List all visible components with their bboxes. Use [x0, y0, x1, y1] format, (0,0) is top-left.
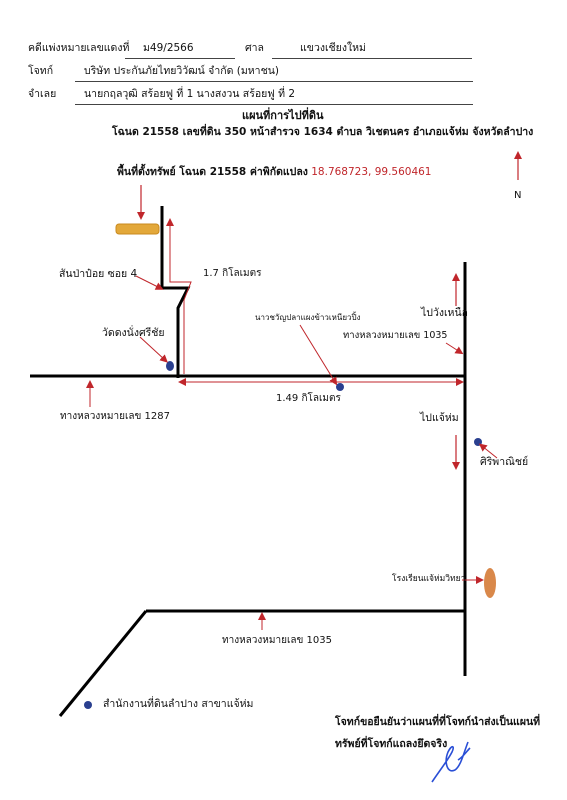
arrow-to-temple — [139, 336, 168, 363]
arrow-highway-1035-top — [445, 342, 464, 355]
arrow-to-stall — [299, 324, 338, 386]
temple-label: วัดดงนั่งศรีชัย — [102, 327, 165, 339]
to-wang-nuea-label: ไปวังเหนือ — [421, 307, 468, 319]
highway-1035-bottom-label: ทางหลวงหมายเลข 1035 — [222, 635, 332, 646]
road-soi-segment — [160, 206, 191, 378]
arrow-to-soi — [135, 275, 164, 290]
highway-1287-label: ทางหลวงหมายเลข 1287 — [60, 411, 170, 422]
certify-line-1: โจทก์ขอยืนยันว่าแผนที่ที่โจทก์นำส่งเป็นแ… — [335, 716, 541, 728]
siri-shop-marker — [474, 438, 482, 446]
land-office-marker — [84, 701, 92, 709]
location-label: พื้นที่ตั้งทรัพย์ โฉนด 21558 ค่าพิกัดแปล… — [117, 166, 308, 178]
map-subtitle: โฉนด 21558 เลขที่ดิน 350 หน้าสำรวจ 1634 … — [112, 126, 534, 138]
plaintiff-underline — [75, 81, 473, 82]
temple-marker — [166, 361, 174, 371]
arrow-to-siri-shop — [478, 443, 498, 459]
certify-line-2: ทรัพย์ที่โจทก์แถลงยึดจริง — [335, 738, 448, 750]
soi-label: สันป่าป๋อย ซอย 4 — [59, 268, 138, 280]
north-label: N — [514, 190, 522, 201]
case-number-value: ม49/2566 — [143, 42, 194, 54]
signature-mark — [431, 741, 471, 783]
map-title: แผนที่การไปที่ดิน — [242, 109, 324, 122]
highway-1035-top-label: ทางหลวงหมายเลข 1035 — [343, 330, 448, 341]
stall-label: นาวชวัญปลาแผงข้าวเหนียวปิ้ง — [255, 313, 361, 322]
land-office-label: สำนักงานที่ดินลำปาง สาขาแจ้ห่ม — [103, 698, 254, 710]
case-number-label: คดีแพ่งหมายเลขแดงที่ — [28, 42, 130, 54]
court-underline — [272, 58, 472, 59]
plaintiff-name: บริษัท ประกันภัยไทยวิวัฒน์ จำกัด (มหาชน) — [84, 65, 279, 77]
school-label: โรงเรียนแจ้ห่มวิทยา — [392, 574, 466, 584]
defendant-label: จำเลย — [28, 88, 57, 100]
case-number-underline — [125, 58, 235, 59]
distance-vertical-label: 1.7 กิโลเมตร — [203, 268, 262, 279]
defendant-names: นายกฤลวุฒิ สร้อยฟู ที่ 1 นางสงวน สร้อยฟู… — [84, 88, 296, 100]
distance-vertical-bracket — [169, 226, 192, 374]
school-marker — [484, 568, 496, 598]
road-diagonal-to-office — [58, 610, 148, 717]
defendant-underline — [75, 104, 473, 105]
stall-marker — [336, 383, 344, 391]
siri-shop-label: ศิริพาณิชย์ — [480, 456, 529, 468]
parcel-marker — [115, 223, 160, 235]
court-name: แขวงเชียงใหม่ — [300, 42, 366, 54]
plaintiff-label: โจทก์ — [28, 65, 54, 77]
location-coordinates: 18.768723, 99.560461 — [311, 166, 432, 178]
court-label: ศาล — [245, 42, 264, 54]
to-chae-hom-label: ไปแจ้ห่ม — [420, 412, 459, 424]
distance-horizontal-label: 1.49 กิโลเมตร — [276, 393, 341, 404]
